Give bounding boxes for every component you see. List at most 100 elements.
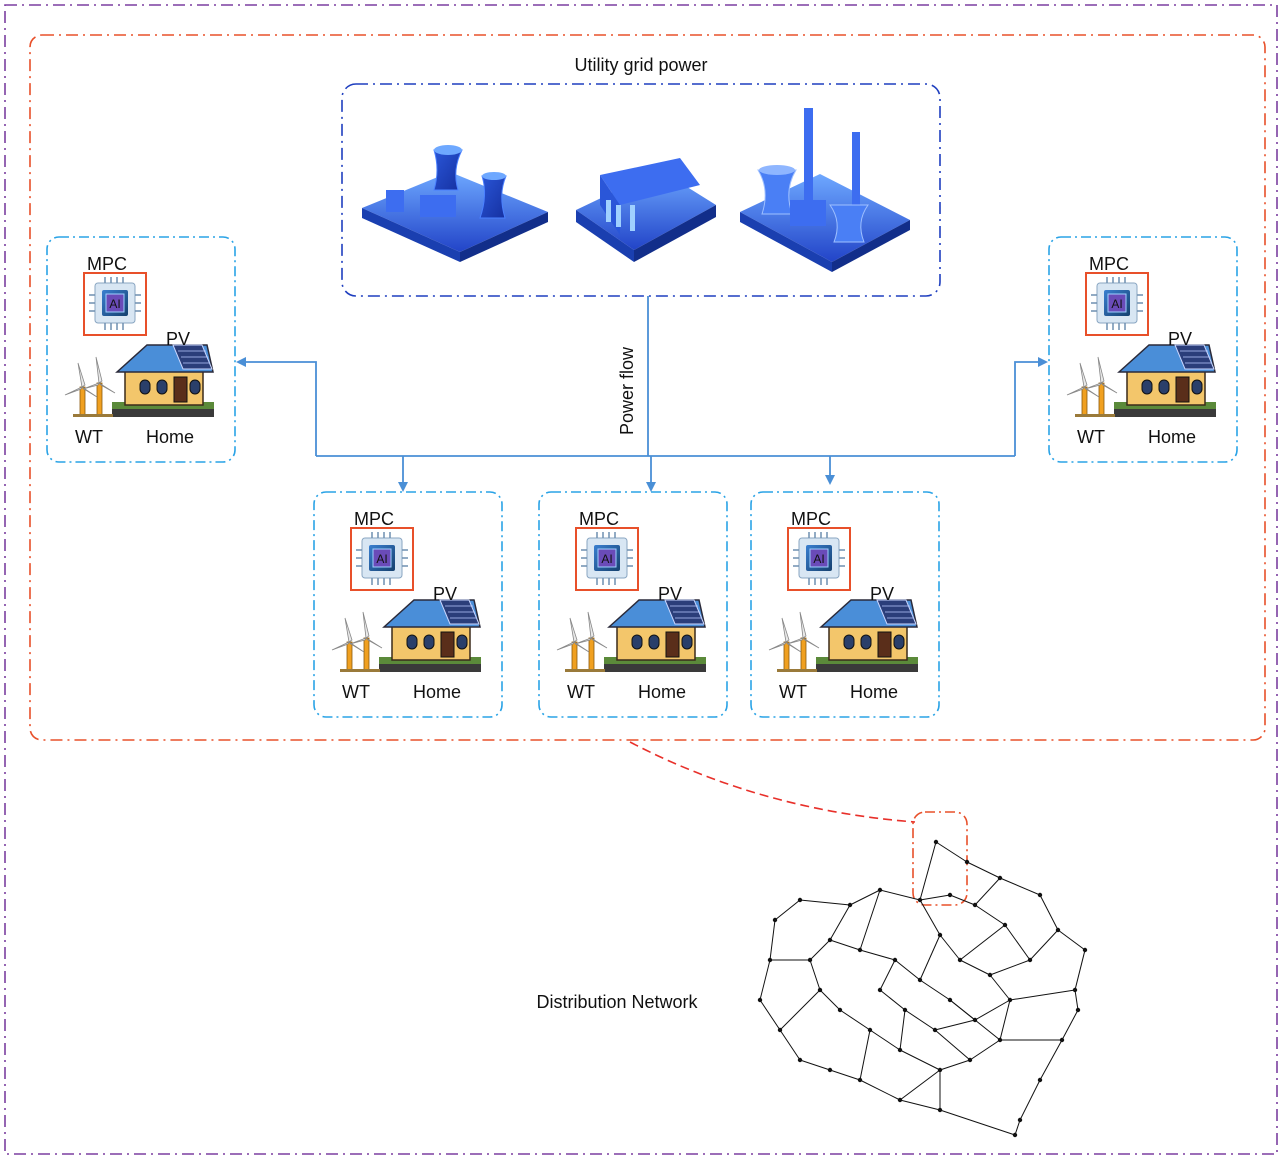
network-node [937,932,943,938]
network-node [1007,997,1013,1003]
network-node [877,887,883,893]
network-node [937,1107,943,1113]
network-edge [899,1099,941,1111]
network-node [897,1047,903,1053]
network-edge [899,1069,941,1101]
unit-frame [538,491,728,718]
pv-label: PV [870,584,894,604]
network-edge [769,919,776,961]
network-label: Distribution Network [536,992,698,1012]
network-edge [859,889,881,951]
unit-icons [331,527,482,673]
wt-label: WT [342,682,370,702]
network-node [902,1007,908,1013]
pv-label: PV [433,584,457,604]
network-node [772,917,778,923]
network-edge [974,877,1001,906]
network-edge [1057,929,1086,951]
utility-frame [341,83,941,297]
network-node [857,1077,863,1083]
network-edge [879,889,921,901]
unit-frame [46,236,236,463]
network-node [1055,927,1061,933]
network-edge [779,1029,801,1061]
outer-frame [4,4,1278,1155]
network-edge [1074,949,1086,991]
power-flow-lines [236,296,1048,492]
network-edge [999,877,1041,896]
network-edge [974,904,1006,926]
network-edge [939,1109,1016,1136]
network-node [997,875,1003,881]
network-node [807,957,813,963]
network-node [997,1037,1003,1043]
mpc-label: MPC [87,254,127,274]
network-node [757,997,763,1003]
network-node [1072,987,1078,993]
distribution-network-graph [757,839,1088,1138]
mpc-label: MPC [354,509,394,529]
network-edge [1029,929,1059,961]
network-node [1075,1007,1081,1013]
wt-label: WT [75,427,103,447]
network-edge [989,974,1011,1001]
network-edge [829,939,861,951]
unit-frame [750,491,940,718]
unit-frame [313,491,503,718]
inner-frame [29,34,1266,741]
zoom-region [912,811,968,906]
network-edge [869,1029,901,1051]
network-node [933,839,939,845]
network-node [877,987,883,993]
wt-label: WT [1077,427,1105,447]
network-edge [919,841,937,901]
network-node [1027,957,1033,963]
network-edge [849,889,881,906]
network-edge [935,841,968,863]
network-edge [809,939,831,961]
network-edge [899,1009,906,1051]
network-node [1037,1077,1043,1083]
network-edge [859,949,896,961]
network-edge [839,1009,871,1031]
network-edge [1039,894,1059,931]
network-node [932,1027,938,1033]
ai-chip-label: AI [376,552,387,566]
thermal-plant-icon [740,108,910,272]
network-node [947,892,953,898]
ai-chip-label: AI [109,297,120,311]
network-edge [899,1049,941,1071]
network-edge [919,899,941,936]
network-node [937,1067,943,1073]
network-edge [959,959,991,976]
network-node [972,902,978,908]
unit-icons [768,527,919,673]
network-edge [939,1059,971,1071]
network-edge [1009,989,1076,1001]
network-node [837,1007,843,1013]
network-node [767,957,773,963]
unit-icons [1066,272,1217,418]
network-edge [1014,1119,1021,1136]
network-node [964,859,970,865]
network-edge [799,899,851,906]
network-edge [759,959,771,1001]
network-edge [819,989,841,1011]
network-node [957,957,963,963]
network-edge [1019,1079,1041,1121]
network-edge [949,894,976,906]
network-edge [919,934,941,981]
pv-label: PV [658,584,682,604]
network-edge [759,999,781,1031]
network-edge [829,1069,861,1081]
network-node [827,937,833,943]
network-edge [859,1079,901,1101]
network-node [1017,1117,1023,1123]
network-edge [1061,1009,1079,1041]
network-edge [879,959,896,991]
